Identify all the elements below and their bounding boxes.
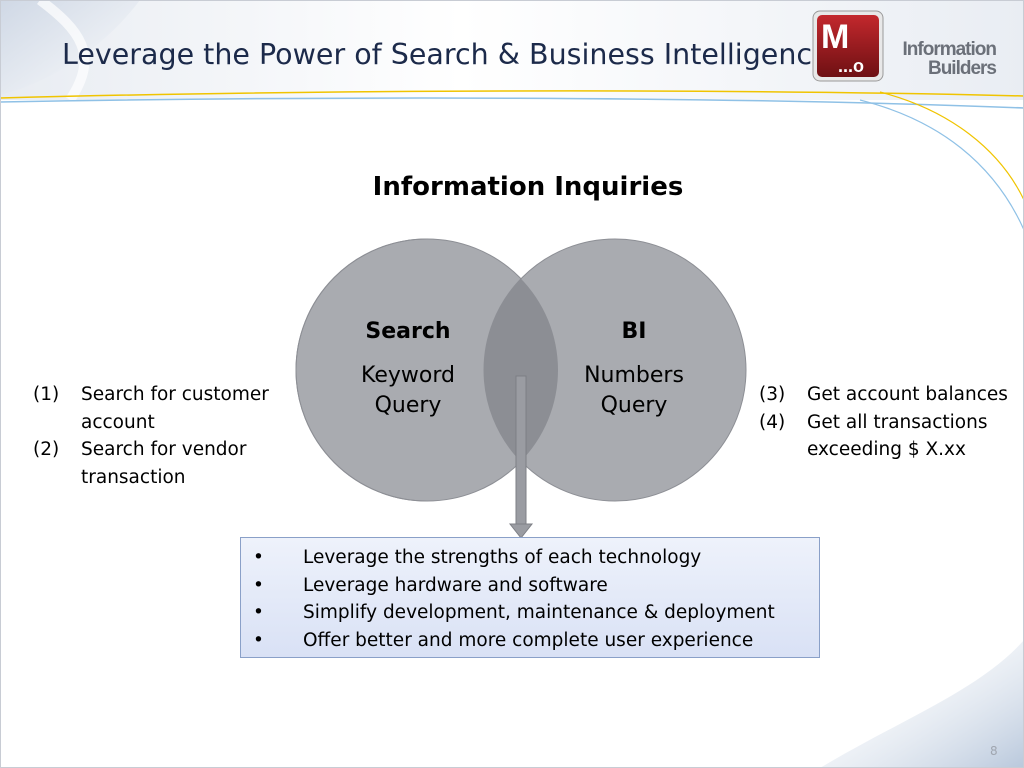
list-item-text: Search for customer account [81,384,269,433]
list-item: (1) Search for customer account [33,381,293,436]
bullet-icon: • [253,547,264,568]
benefit-item: • Leverage hardware and software [241,572,819,600]
bullet-icon: • [253,602,264,623]
list-item-text: Search for vendor transaction [81,439,247,488]
logo-brand-line2: Builders [927,58,997,79]
arrow-shaft [515,375,527,527]
benefit-text: Leverage hardware and software [303,574,608,596]
page-number: 8 [990,744,998,758]
list-item-number: (3) [759,384,786,405]
benefits-callout: • Leverage the strengths of each technol… [240,537,820,658]
list-item-text: Get account balances [807,384,1008,405]
list-item-number: (2) [33,439,60,460]
list-item-number: (4) [759,411,786,433]
search-examples-list: (1) Search for customer account (2) Sear… [33,381,293,491]
list-item: (4) Get all transactions exceeding $ X.x… [759,409,1021,464]
benefit-text: Leverage the strengths of each technolog… [303,547,702,568]
m-logo-icon: M ...o [812,10,884,82]
list-item-text: Get all transactions exceeding $ X.xx [807,411,988,461]
bi-line2: Query [600,393,668,418]
slide-title: Leverage the Power of Search & Business … [62,38,830,71]
information-builders-logo: Information Builders [896,39,998,79]
diagram-title: Information Inquiries [372,172,684,202]
arrow-head [508,523,534,539]
logo-letter: M [821,18,849,56]
list-item: (3) Get account balances [759,381,1021,409]
search-heading: Search [365,319,451,344]
bi-line1: Numbers [584,363,684,388]
benefit-item: • Simplify development, maintenance & de… [241,599,819,627]
benefit-item: • Offer better and more complete user ex… [241,627,819,655]
search-circle-label: Search Keyword Query [328,317,488,421]
logo-dots: ...o [838,56,864,76]
list-item-number: (1) [33,384,60,405]
benefit-text: Offer better and more complete user expe… [303,629,754,651]
bullet-icon: • [253,574,264,596]
bi-circle-label: BI Numbers Query [554,317,714,421]
benefit-text: Simplify development, maintenance & depl… [303,602,775,623]
bullet-icon: • [253,629,264,651]
bi-heading: BI [621,319,647,344]
search-line2: Query [374,393,442,418]
logo-brand-line1: Information [902,39,998,60]
search-line1: Keyword [361,363,455,388]
benefit-item: • Leverage the strengths of each technol… [241,544,819,572]
bi-examples-list: (3) Get account balances (4) Get all tra… [759,381,1021,464]
list-item: (2) Search for vendor transaction [33,436,293,491]
